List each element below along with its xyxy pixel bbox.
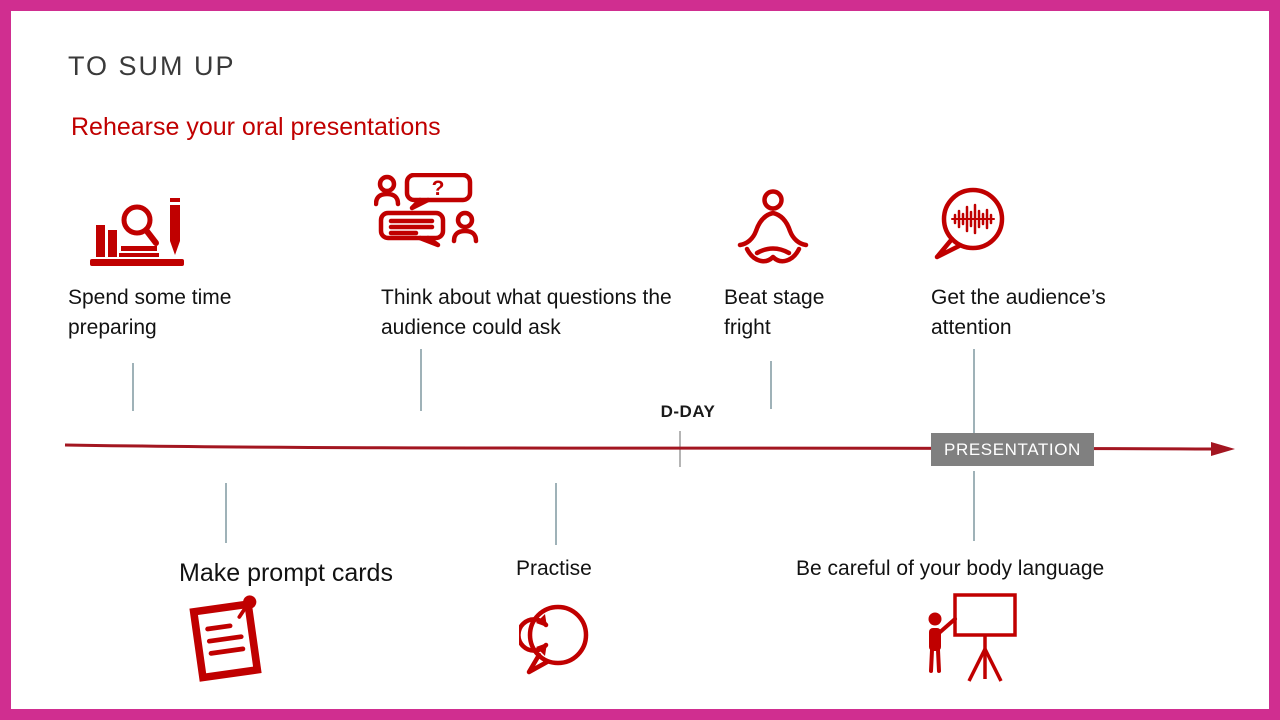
slide-subtitle: Rehearse your oral presentations xyxy=(71,113,441,141)
question-chat-icon: ? xyxy=(373,172,479,256)
connector-line xyxy=(973,471,975,541)
label-beat-stage-fright: Beat stage fright xyxy=(724,286,825,339)
label-make-prompt-cards: Make prompt cards xyxy=(179,559,393,587)
practise-loop-icon xyxy=(516,599,594,684)
presentation-badge: PRESENTATION xyxy=(931,433,1094,466)
connector-line xyxy=(132,363,134,411)
connector-line xyxy=(225,483,227,543)
study-desk-icon xyxy=(88,193,188,283)
slide-title: TO SUM UP xyxy=(68,51,236,81)
speech-wave-icon xyxy=(927,187,1012,272)
connector-line xyxy=(770,361,772,409)
dday-label: D-DAY xyxy=(660,402,716,421)
presenter-board-icon xyxy=(919,589,1019,694)
connector-line xyxy=(973,349,975,433)
label-think-questions: Think about what questions the audience … xyxy=(381,286,672,339)
label-spend-time-preparing: Spend some time preparing xyxy=(68,286,232,339)
label-audience-attention: Get the audience’s attention xyxy=(931,286,1106,339)
connector-line xyxy=(420,349,422,411)
question-mark-glyph: ? xyxy=(432,177,445,200)
connector-line xyxy=(555,483,557,545)
label-body-language: Be careful of your body language xyxy=(796,557,1105,580)
label-practise: Practise xyxy=(516,557,592,580)
meditation-icon xyxy=(733,189,813,279)
prompt-card-icon xyxy=(183,594,273,694)
